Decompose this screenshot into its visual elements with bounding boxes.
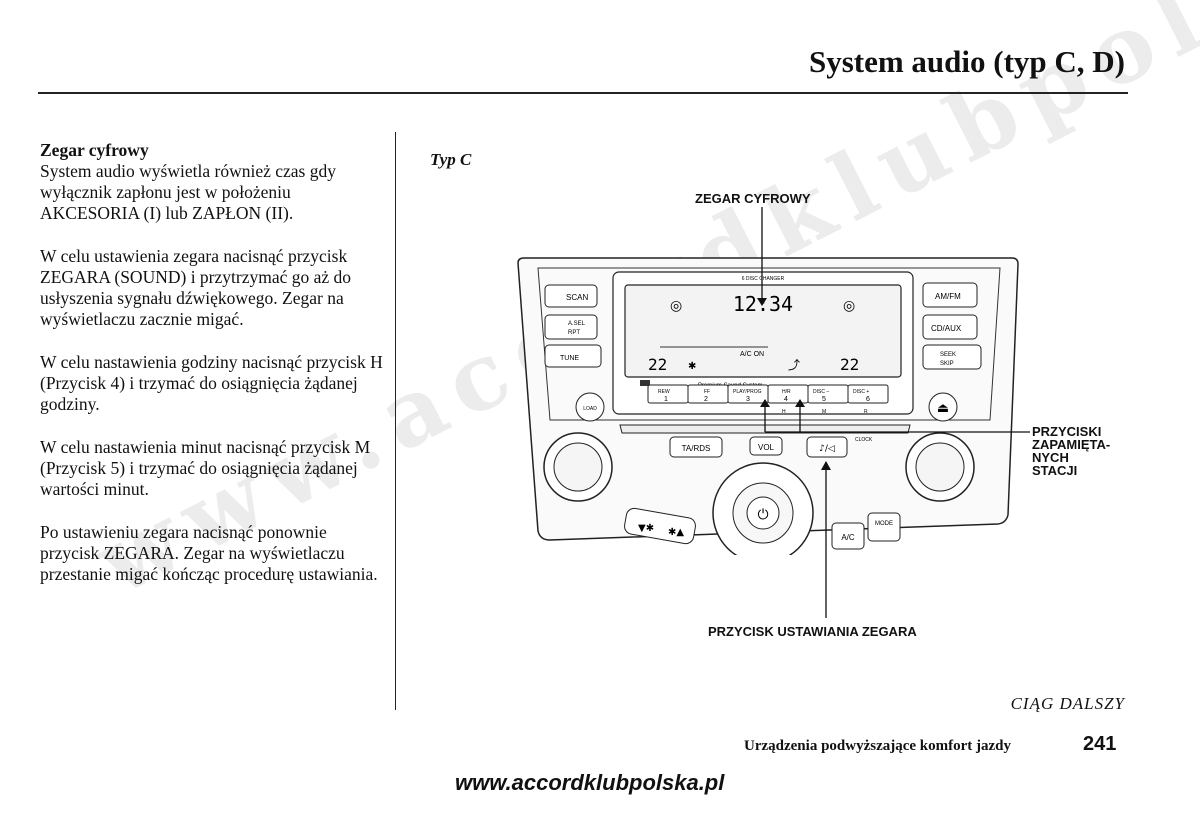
skip-label: SKIP xyxy=(940,361,954,367)
display-screen xyxy=(624,284,902,378)
scan-label: SCAN xyxy=(566,293,588,302)
dial-icon-right: ◎ xyxy=(843,298,855,314)
preset-6-num: 6 xyxy=(866,396,870,403)
sound-label: ♪/◁ xyxy=(819,444,835,454)
subheading: Zegar cyfrowy xyxy=(40,140,149,160)
seek-skip-button xyxy=(922,344,982,370)
eject-button xyxy=(928,392,958,422)
ta-rds-label: TA/RDS xyxy=(682,444,711,453)
figure-label: Typ C xyxy=(430,150,472,169)
callout-clock-button: PRZYCISK USTAWIANIA ZEGARA xyxy=(708,624,917,639)
page-number: 241 xyxy=(1083,733,1117,755)
ac-label: A/C xyxy=(841,533,855,542)
preset-4-num: 4 xyxy=(784,396,788,403)
rpt-label: RPT xyxy=(568,330,580,336)
header-rule xyxy=(38,92,1128,94)
clock-leader-arrow xyxy=(757,298,767,306)
preset-2-top: FF xyxy=(704,389,710,395)
preset-5-num: 5 xyxy=(822,396,826,403)
continued-label: CIĄG DALSZY xyxy=(1010,694,1125,713)
column-divider xyxy=(395,132,396,710)
vol-label: VOL xyxy=(758,443,775,452)
preset-6-sub: R xyxy=(864,409,868,415)
paragraph-1: System audio wyświetla również czas gdy … xyxy=(40,161,336,223)
ac-on-text: A/C ON xyxy=(740,351,764,358)
callout-presets-line-2: ZAPAMIĘTA- xyxy=(1032,437,1111,452)
eject-icon: ⏏ xyxy=(937,401,949,416)
load-button xyxy=(575,392,605,422)
preset-4-top: H/R xyxy=(782,389,791,395)
asel-rpt-button xyxy=(544,314,598,340)
seek-label: SEEK xyxy=(940,352,956,358)
dial-icon-left: ◎ xyxy=(670,298,682,314)
fan-up-icon: ✱▲ xyxy=(668,527,684,538)
preset-1-num: 1 xyxy=(664,396,668,403)
preset-2-num: 2 xyxy=(704,396,708,403)
preset-3-num: 3 xyxy=(746,396,750,403)
callout-presets-line-4: STACJI xyxy=(1032,463,1078,478)
sound-clock-button xyxy=(806,436,848,458)
callout-clock: ZEGAR CYFROWY xyxy=(695,191,811,206)
clock-label: CLOCK xyxy=(855,437,873,443)
callout-presets-line-3: NYCH xyxy=(1032,450,1069,465)
ta-rds-button xyxy=(669,436,723,458)
callout-presets: PRZYCISKI ZAPAMIĘTA- NYCH STACJI xyxy=(1032,425,1110,477)
radio-panel: 6 DISC CHANGER 12:34 ◎ ◎ 22 22 A/C ON ⤴ … xyxy=(517,257,1019,555)
paragraph-2: W celu ustawienia zegara nacisnąć przyci… xyxy=(40,246,352,329)
amfm-button xyxy=(922,282,978,308)
tune-label: TUNE xyxy=(560,355,579,362)
preset-1-top: REW xyxy=(658,389,670,395)
preset-5-sub: M xyxy=(822,409,826,415)
preset-3-top: PLAY/PROG xyxy=(733,389,762,395)
brand-badge xyxy=(640,380,650,386)
cdaux-label: CD/AUX xyxy=(931,324,962,333)
page-title: System audio (typ C, D) xyxy=(808,44,1125,79)
left-column: Zegar cyfrowy System audio wyświetla rów… xyxy=(40,140,385,607)
preset-4-sub: H xyxy=(782,409,786,415)
amfm-label: AM/FM xyxy=(935,292,961,301)
preset-5-top: DISC – xyxy=(813,389,829,395)
paragraph-4: W celu nastawienia minut nacisnąć przyci… xyxy=(40,437,371,499)
ac-button xyxy=(831,522,865,550)
footer-section: Urządzenia podwyższające komfort jazdy xyxy=(744,738,1012,754)
callout-presets-line-1: PRZYCISKI xyxy=(1032,424,1102,439)
left-knob-inner xyxy=(553,442,603,492)
paragraph-3: W celu nastawienia godziny nacisnąć przy… xyxy=(40,352,383,414)
temp-right: 22 xyxy=(840,355,859,374)
power-button xyxy=(746,496,780,530)
right-knob-inner xyxy=(915,442,965,492)
clock-button-arrow xyxy=(821,461,831,470)
fan-icon-display: ⤴ xyxy=(788,357,800,372)
asel-label: A.SEL xyxy=(568,321,586,327)
upper-bezel xyxy=(537,267,1001,421)
website-url[interactable]: www.accordklubpolska.pl xyxy=(455,770,725,795)
load-label: LOAD xyxy=(583,406,597,412)
temp-left: 22 xyxy=(648,355,667,374)
preset-arrow-m xyxy=(795,399,805,407)
cdaux-button xyxy=(922,314,978,340)
mode-button xyxy=(867,512,901,542)
tune-button xyxy=(544,344,602,368)
power-icon: ⏻ xyxy=(757,507,768,523)
preset-6 xyxy=(847,384,889,404)
vol-button xyxy=(749,436,783,456)
preset-6-top: DISC + xyxy=(853,389,869,395)
fan-down-icon: ▼✱ xyxy=(638,523,654,534)
paragraph-5: Po ustawieniu zegara nacisnąć ponownie p… xyxy=(40,522,378,584)
preset-buttons: REW 1 FF 2 PLAY/PROG 3 H/R 4 DISC – 5 DI… xyxy=(647,384,889,415)
scan-button xyxy=(544,284,598,308)
fan-icon: ✱ xyxy=(688,361,696,372)
preset-arrow-h xyxy=(760,399,770,407)
fan-buttons xyxy=(624,507,696,545)
mode-label: MODE xyxy=(875,521,893,527)
disc-changer-text: 6 DISC CHANGER xyxy=(742,276,785,282)
